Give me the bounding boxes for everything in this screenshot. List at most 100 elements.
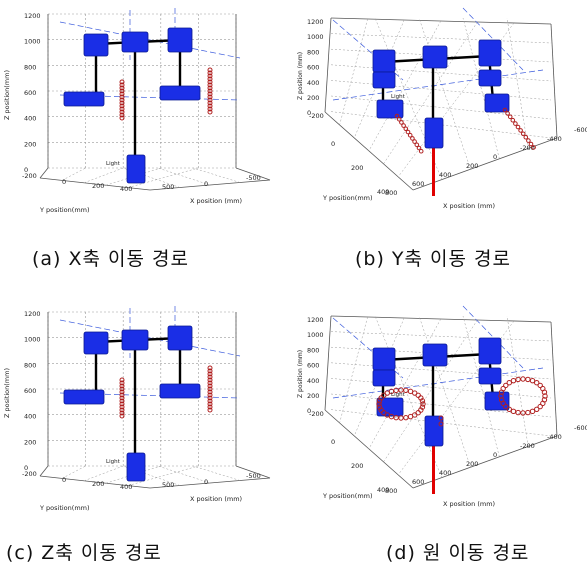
y-tick-label: -200: [22, 172, 37, 180]
y-tick-label: 0: [62, 476, 66, 484]
path-marker: [119, 100, 125, 106]
path-marker: [207, 73, 213, 79]
path-marker: [510, 117, 516, 123]
path-marker: [119, 97, 125, 103]
path-marker: [540, 400, 546, 407]
path-marker: [403, 414, 409, 421]
path-marker: [438, 415, 444, 421]
path-marker: [534, 380, 540, 386]
path-marker: [207, 371, 213, 377]
x-tick-label: 500: [162, 183, 174, 191]
path-marker: [399, 120, 404, 125]
z-tick-label: 1200: [307, 18, 324, 26]
x-tick-label: -600: [574, 126, 587, 134]
grid-line: [83, 167, 124, 184]
robot-arm-block: [372, 71, 396, 89]
robot-joint-block: [167, 27, 193, 53]
x-tick-label: -500: [246, 174, 261, 182]
grid-line: [368, 318, 442, 450]
z-tick-label: 0: [24, 464, 28, 472]
path-marker: [207, 383, 213, 389]
y-axis-label: Y position(mm): [322, 194, 373, 202]
path-marker: [419, 398, 426, 404]
path-marker: [119, 407, 125, 413]
x-tick-label: 600: [412, 180, 424, 188]
z-tick-label: 400: [24, 115, 36, 123]
path-marker: [398, 415, 404, 421]
z-tick-label: 0: [307, 407, 311, 415]
x-tick-label: -400: [547, 433, 562, 441]
path-marker: [416, 145, 422, 151]
robot-joint-block: [83, 33, 109, 57]
grid-line: [330, 346, 552, 361]
robot-base-block: [126, 154, 146, 184]
axis-line: [412, 435, 558, 489]
path-marker: [207, 404, 213, 410]
grid-line: [330, 95, 552, 120]
path-marker: [119, 82, 125, 88]
x-tick-label: 800: [385, 487, 397, 495]
z-tick-label: 200: [307, 94, 319, 102]
path-marker: [119, 395, 125, 401]
path-marker: [537, 382, 543, 389]
guide-line: [59, 21, 241, 59]
path-marker: [528, 141, 534, 147]
x-tick-label: 0: [493, 153, 497, 161]
z-tick-label: 0: [24, 166, 28, 174]
grid-line: [330, 48, 552, 63]
z-tick-label: 1000: [307, 33, 324, 41]
robot-joint-block: [422, 45, 448, 69]
z-tick-label: 200: [24, 140, 36, 148]
grid-line: [61, 465, 86, 479]
grid-line: [330, 64, 552, 82]
path-marker: [525, 376, 531, 383]
grid-line: [127, 167, 199, 188]
path-marker: [119, 401, 125, 407]
z-tick-label: 400: [307, 377, 319, 385]
y-tick-label: 200: [351, 164, 363, 172]
robot-arm-block: [63, 91, 105, 107]
grid-line: [368, 20, 442, 152]
grid-line: [330, 331, 552, 342]
path-marker: [119, 380, 125, 386]
path-marker: [207, 368, 213, 374]
caption-a: (a) X축 이동 경로: [32, 248, 190, 270]
path-marker: [518, 128, 523, 133]
support-post: [432, 148, 435, 196]
light-label: Light: [391, 94, 406, 100]
path-marker: [119, 106, 125, 112]
path-marker: [520, 410, 526, 416]
z-tick-label: 800: [24, 361, 36, 369]
grid-line: [330, 80, 552, 101]
path-marker: [207, 97, 213, 103]
robot-joint-block: [478, 337, 502, 365]
axis-line: [412, 137, 558, 191]
guide-line: [332, 367, 544, 399]
path-marker: [207, 377, 213, 383]
path-marker: [498, 397, 505, 403]
path-marker: [507, 114, 513, 120]
light-label: Light: [106, 161, 121, 167]
path-marker: [394, 113, 400, 119]
path-marker: [515, 409, 521, 416]
robot-arm-block: [478, 69, 502, 87]
x-axis-label: X position (mm): [443, 500, 495, 508]
robot-joint-block: [372, 347, 396, 371]
path-marker: [537, 403, 543, 410]
path-marker: [510, 408, 517, 415]
path-marker: [403, 126, 409, 132]
robot-joint-block: [478, 39, 502, 67]
y-tick-label: 200: [92, 182, 104, 190]
grid-line: [61, 167, 86, 181]
path-marker: [207, 398, 213, 404]
path-marker: [515, 376, 521, 383]
z-axis-label: Z position(mm): [3, 368, 11, 418]
path-marker: [119, 392, 125, 398]
z-tick-label: 200: [24, 438, 36, 446]
grid-line: [339, 18, 368, 126]
path-marker: [398, 387, 404, 393]
x-tick-label: 800: [385, 189, 397, 197]
path-marker: [418, 148, 424, 154]
path-marker: [207, 106, 213, 112]
